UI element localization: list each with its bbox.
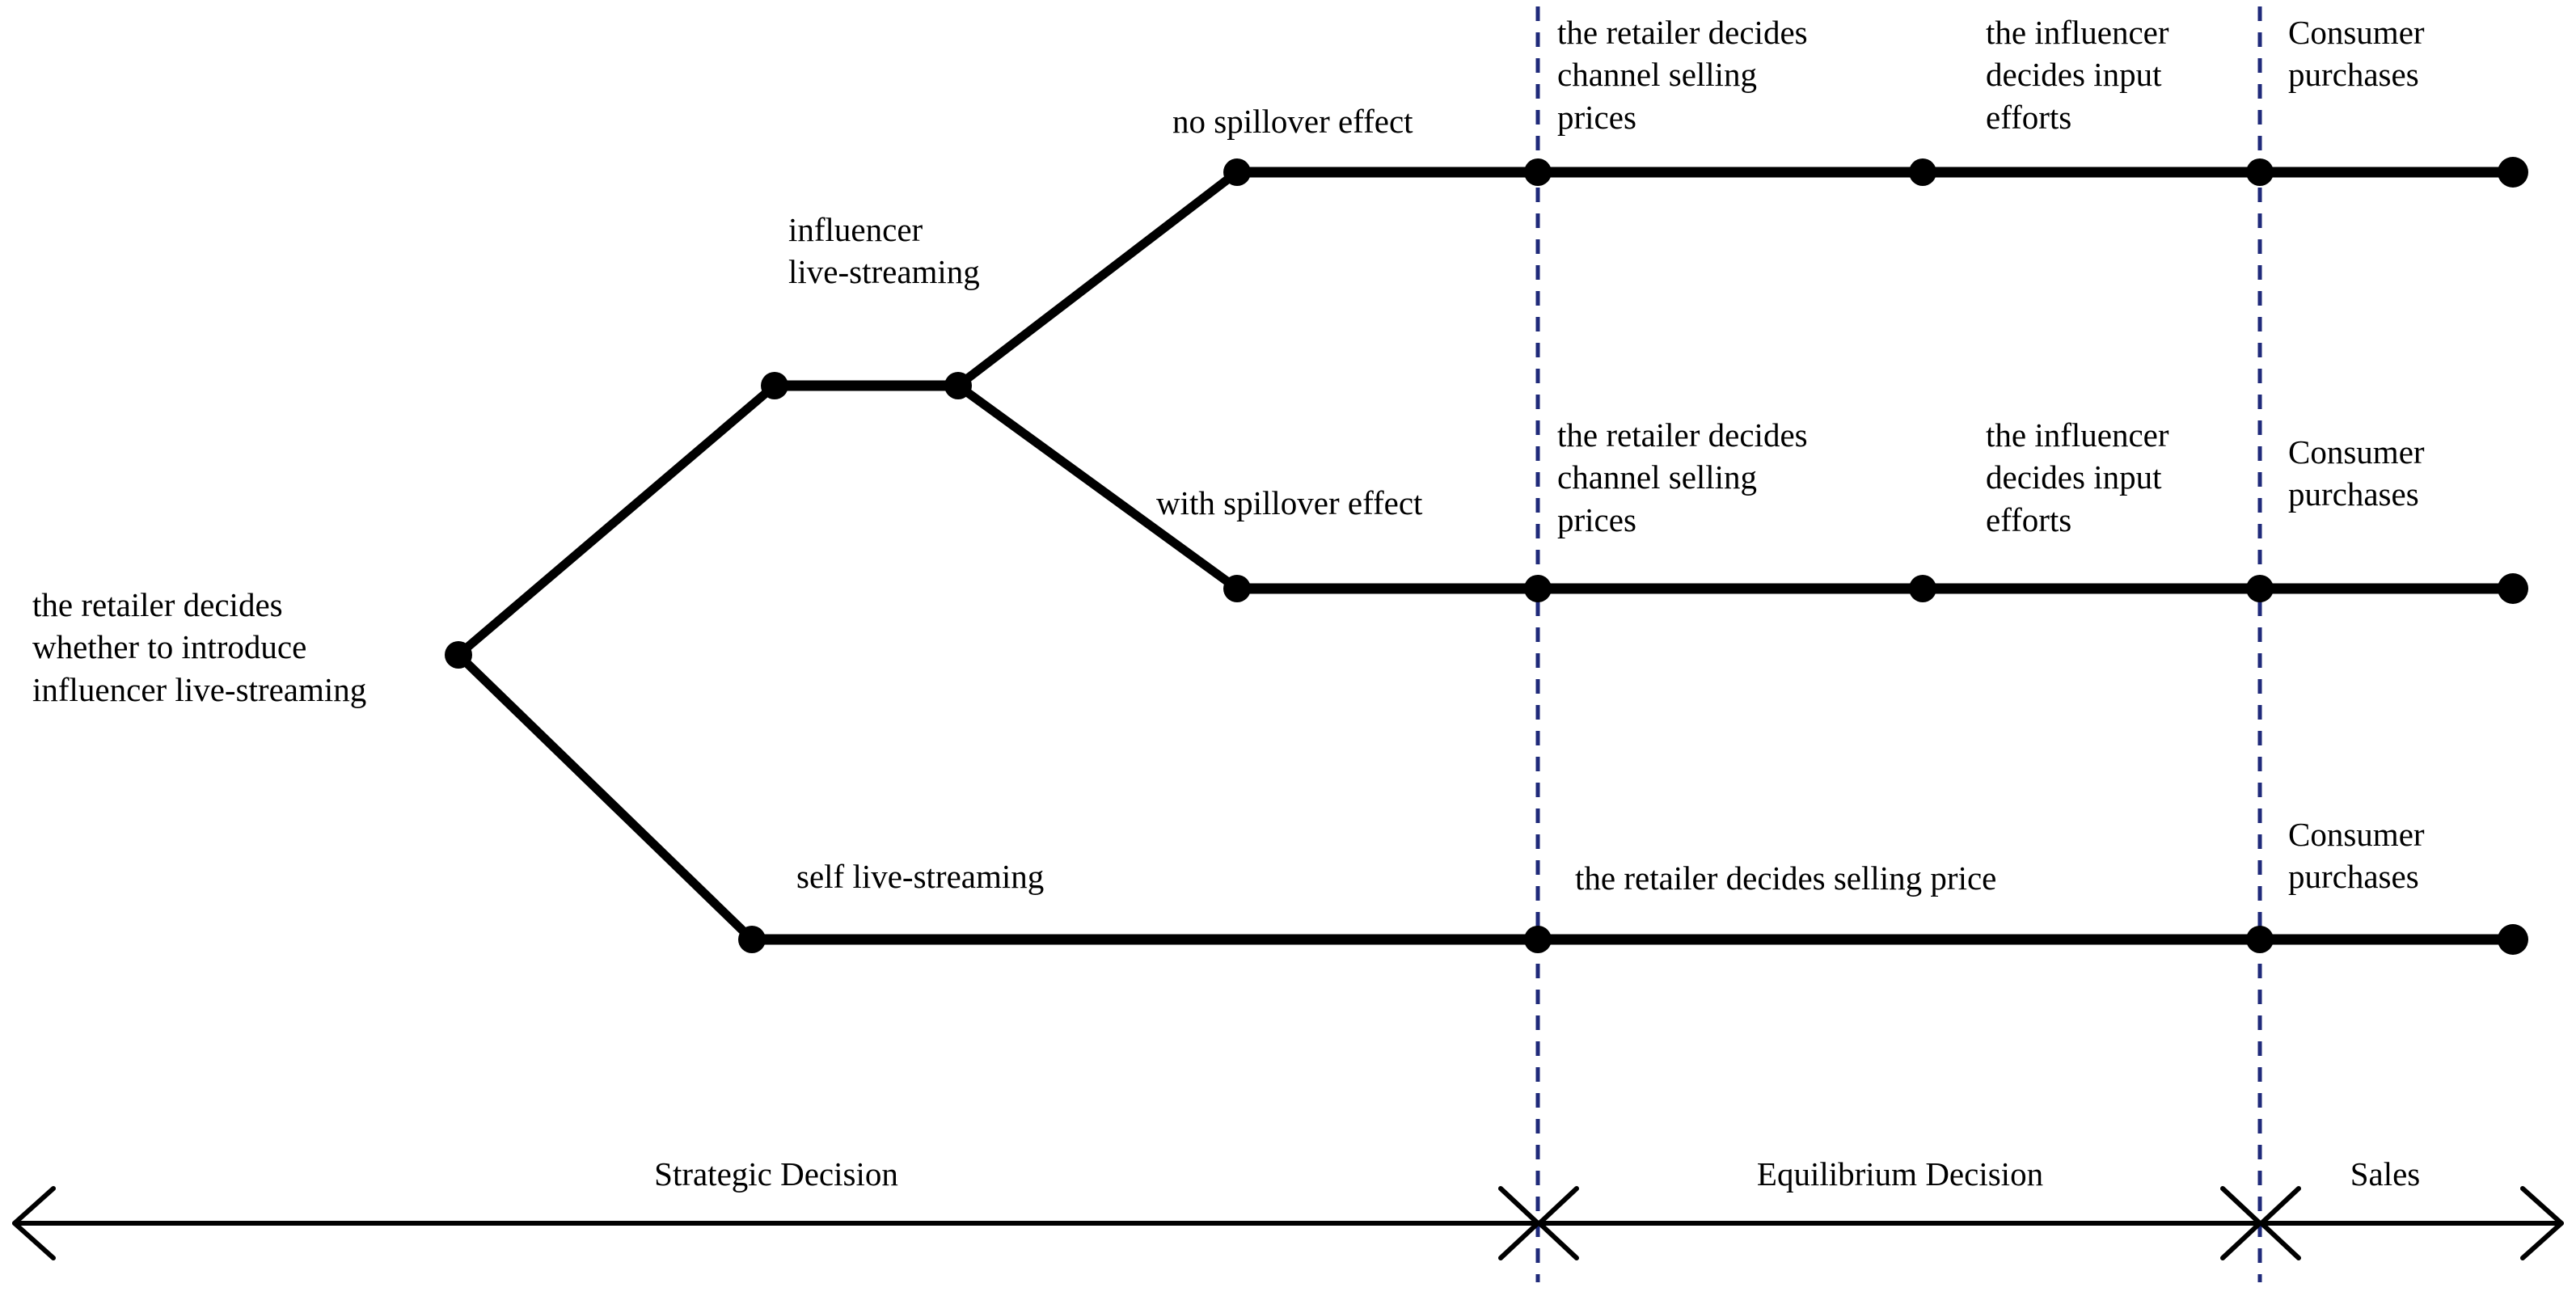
node-top-influencer[interactable] (1909, 158, 1936, 186)
node-with-spillover[interactable] (1223, 575, 1251, 602)
node-root[interactable] (445, 641, 472, 669)
node-middle-consumer[interactable] (2246, 575, 2274, 602)
branch-label-influencer-livestreaming: influencer live-streaming (788, 211, 980, 291)
node-middle-influencer[interactable] (1909, 575, 1936, 602)
row-top-consumer-label: Consumer purchases (2288, 14, 2425, 94)
node-top-consumer[interactable] (2246, 158, 2274, 186)
node-influencer-a[interactable] (761, 372, 788, 399)
phase-dividers (1535, 6, 2262, 1282)
timeline-axis (12, 1186, 2564, 1260)
node-no-spillover[interactable] (1223, 158, 1251, 186)
row-bottom-retailer-label: the retailer decides selling price (1575, 859, 1997, 897)
row-middle-influencer-label: the influencer decides input efforts (1986, 416, 2169, 538)
edge-root-to-influencer (454, 381, 779, 660)
node-top-retailer[interactable] (1524, 158, 1552, 186)
phase-label-sales: Sales (2350, 1155, 2421, 1193)
node-top-end[interactable] (2498, 157, 2528, 188)
branch-label-self-livestreaming: self live-streaming (796, 858, 1045, 895)
node-self-livestream[interactable] (738, 926, 766, 953)
branch-label-no-spillover: no spillover effect (1172, 103, 1413, 140)
axis-arrow-right (2520, 1186, 2564, 1260)
row-top-retailer-label: the retailer decides channel selling pri… (1557, 14, 1808, 136)
row-top-influencer-label: the influencer decides input efforts (1986, 14, 2169, 136)
node-bottom-end[interactable] (2498, 924, 2528, 955)
root-label: the retailer decides whether to introduc… (32, 586, 367, 708)
phase-label-strategic: Strategic Decision (654, 1155, 898, 1193)
axis-arrow-left (12, 1186, 56, 1260)
edge-root-to-self (454, 650, 757, 944)
node-middle-end[interactable] (2498, 573, 2528, 604)
tree-nodes (445, 157, 2528, 955)
node-bottom-retailer[interactable] (1524, 926, 1552, 953)
row-middle-retailer-label: the retailer decides channel selling pri… (1557, 416, 1808, 538)
node-influencer-b[interactable] (944, 372, 972, 399)
axis-arrow-d2-right (2259, 1186, 2301, 1260)
tree-edges (454, 167, 2519, 945)
edge-to-with-spillover (953, 381, 1242, 593)
row-middle-consumer-label: Consumer purchases (2288, 433, 2425, 513)
node-middle-retailer[interactable] (1524, 575, 1552, 602)
node-bottom-consumer[interactable] (2246, 926, 2274, 953)
edge-to-no-spillover (953, 167, 1242, 390)
phase-label-equilibrium: Equilibrium Decision (1756, 1155, 2044, 1193)
branch-label-with-spillover: with spillover effect (1156, 484, 1423, 521)
row-bottom-consumer-label: Consumer purchases (2288, 816, 2425, 896)
axis-arrow-d1-right (1537, 1186, 1579, 1260)
